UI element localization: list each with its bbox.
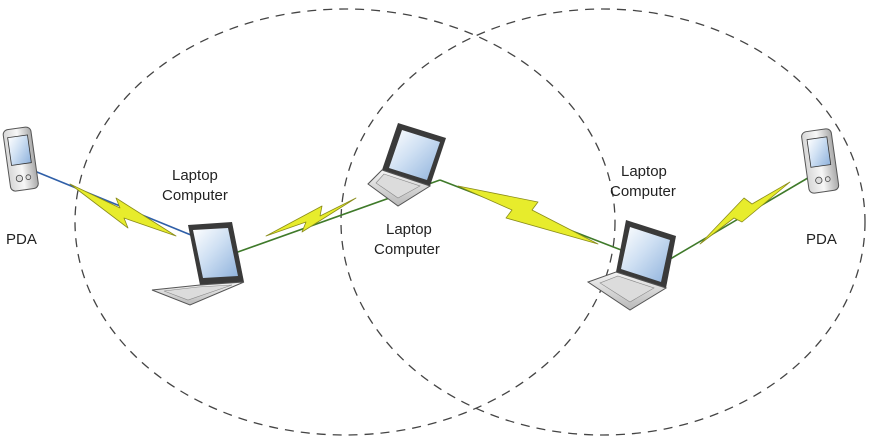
laptop-screen <box>621 227 670 282</box>
laptop-screen <box>389 130 440 180</box>
pda-button <box>815 176 823 184</box>
laptop-2-label-line-2: Computer <box>374 241 440 258</box>
wireless-bolt-2 <box>265 197 357 237</box>
laptop-2-device <box>367 123 446 207</box>
wireless-bolt-1 <box>69 183 177 237</box>
wireless-bolt-3 <box>457 185 599 245</box>
wireless-links <box>69 181 791 245</box>
pda-left-label: PDA <box>6 231 37 248</box>
range-circle-right <box>340 8 866 436</box>
laptop-1-device <box>151 222 245 306</box>
pda-button <box>824 176 831 182</box>
laptop-keyboard <box>163 284 233 301</box>
laptop-3-label-line-2: Computer <box>610 183 676 200</box>
laptop-keyboard <box>375 173 421 199</box>
laptop-2-label: Laptop Computer <box>374 221 440 258</box>
wireless-bolt-4 <box>699 181 791 245</box>
laptop-screen <box>193 228 238 278</box>
pda-button <box>25 174 32 181</box>
pda-screen <box>806 136 832 168</box>
laptop-3-label-line-1: Laptop <box>621 163 667 180</box>
laptop-3-label: Laptop Computer <box>610 163 676 200</box>
pda-right-label: PDA <box>806 231 837 248</box>
laptop-1-label-line-1: Laptop <box>172 167 218 184</box>
laptop-2-label-line-1: Laptop <box>386 221 432 238</box>
pda-left-device <box>2 126 39 192</box>
laptop-keyboard <box>599 275 655 303</box>
laptop-1-label: Laptop Computer <box>162 167 228 204</box>
range-circle-left <box>74 8 616 436</box>
pda-right-device <box>801 128 840 194</box>
pda-button <box>15 174 24 183</box>
laptop-1-label-line-2: Computer <box>162 187 228 204</box>
laptop-3-device <box>586 220 676 311</box>
pda-screen <box>7 134 32 166</box>
